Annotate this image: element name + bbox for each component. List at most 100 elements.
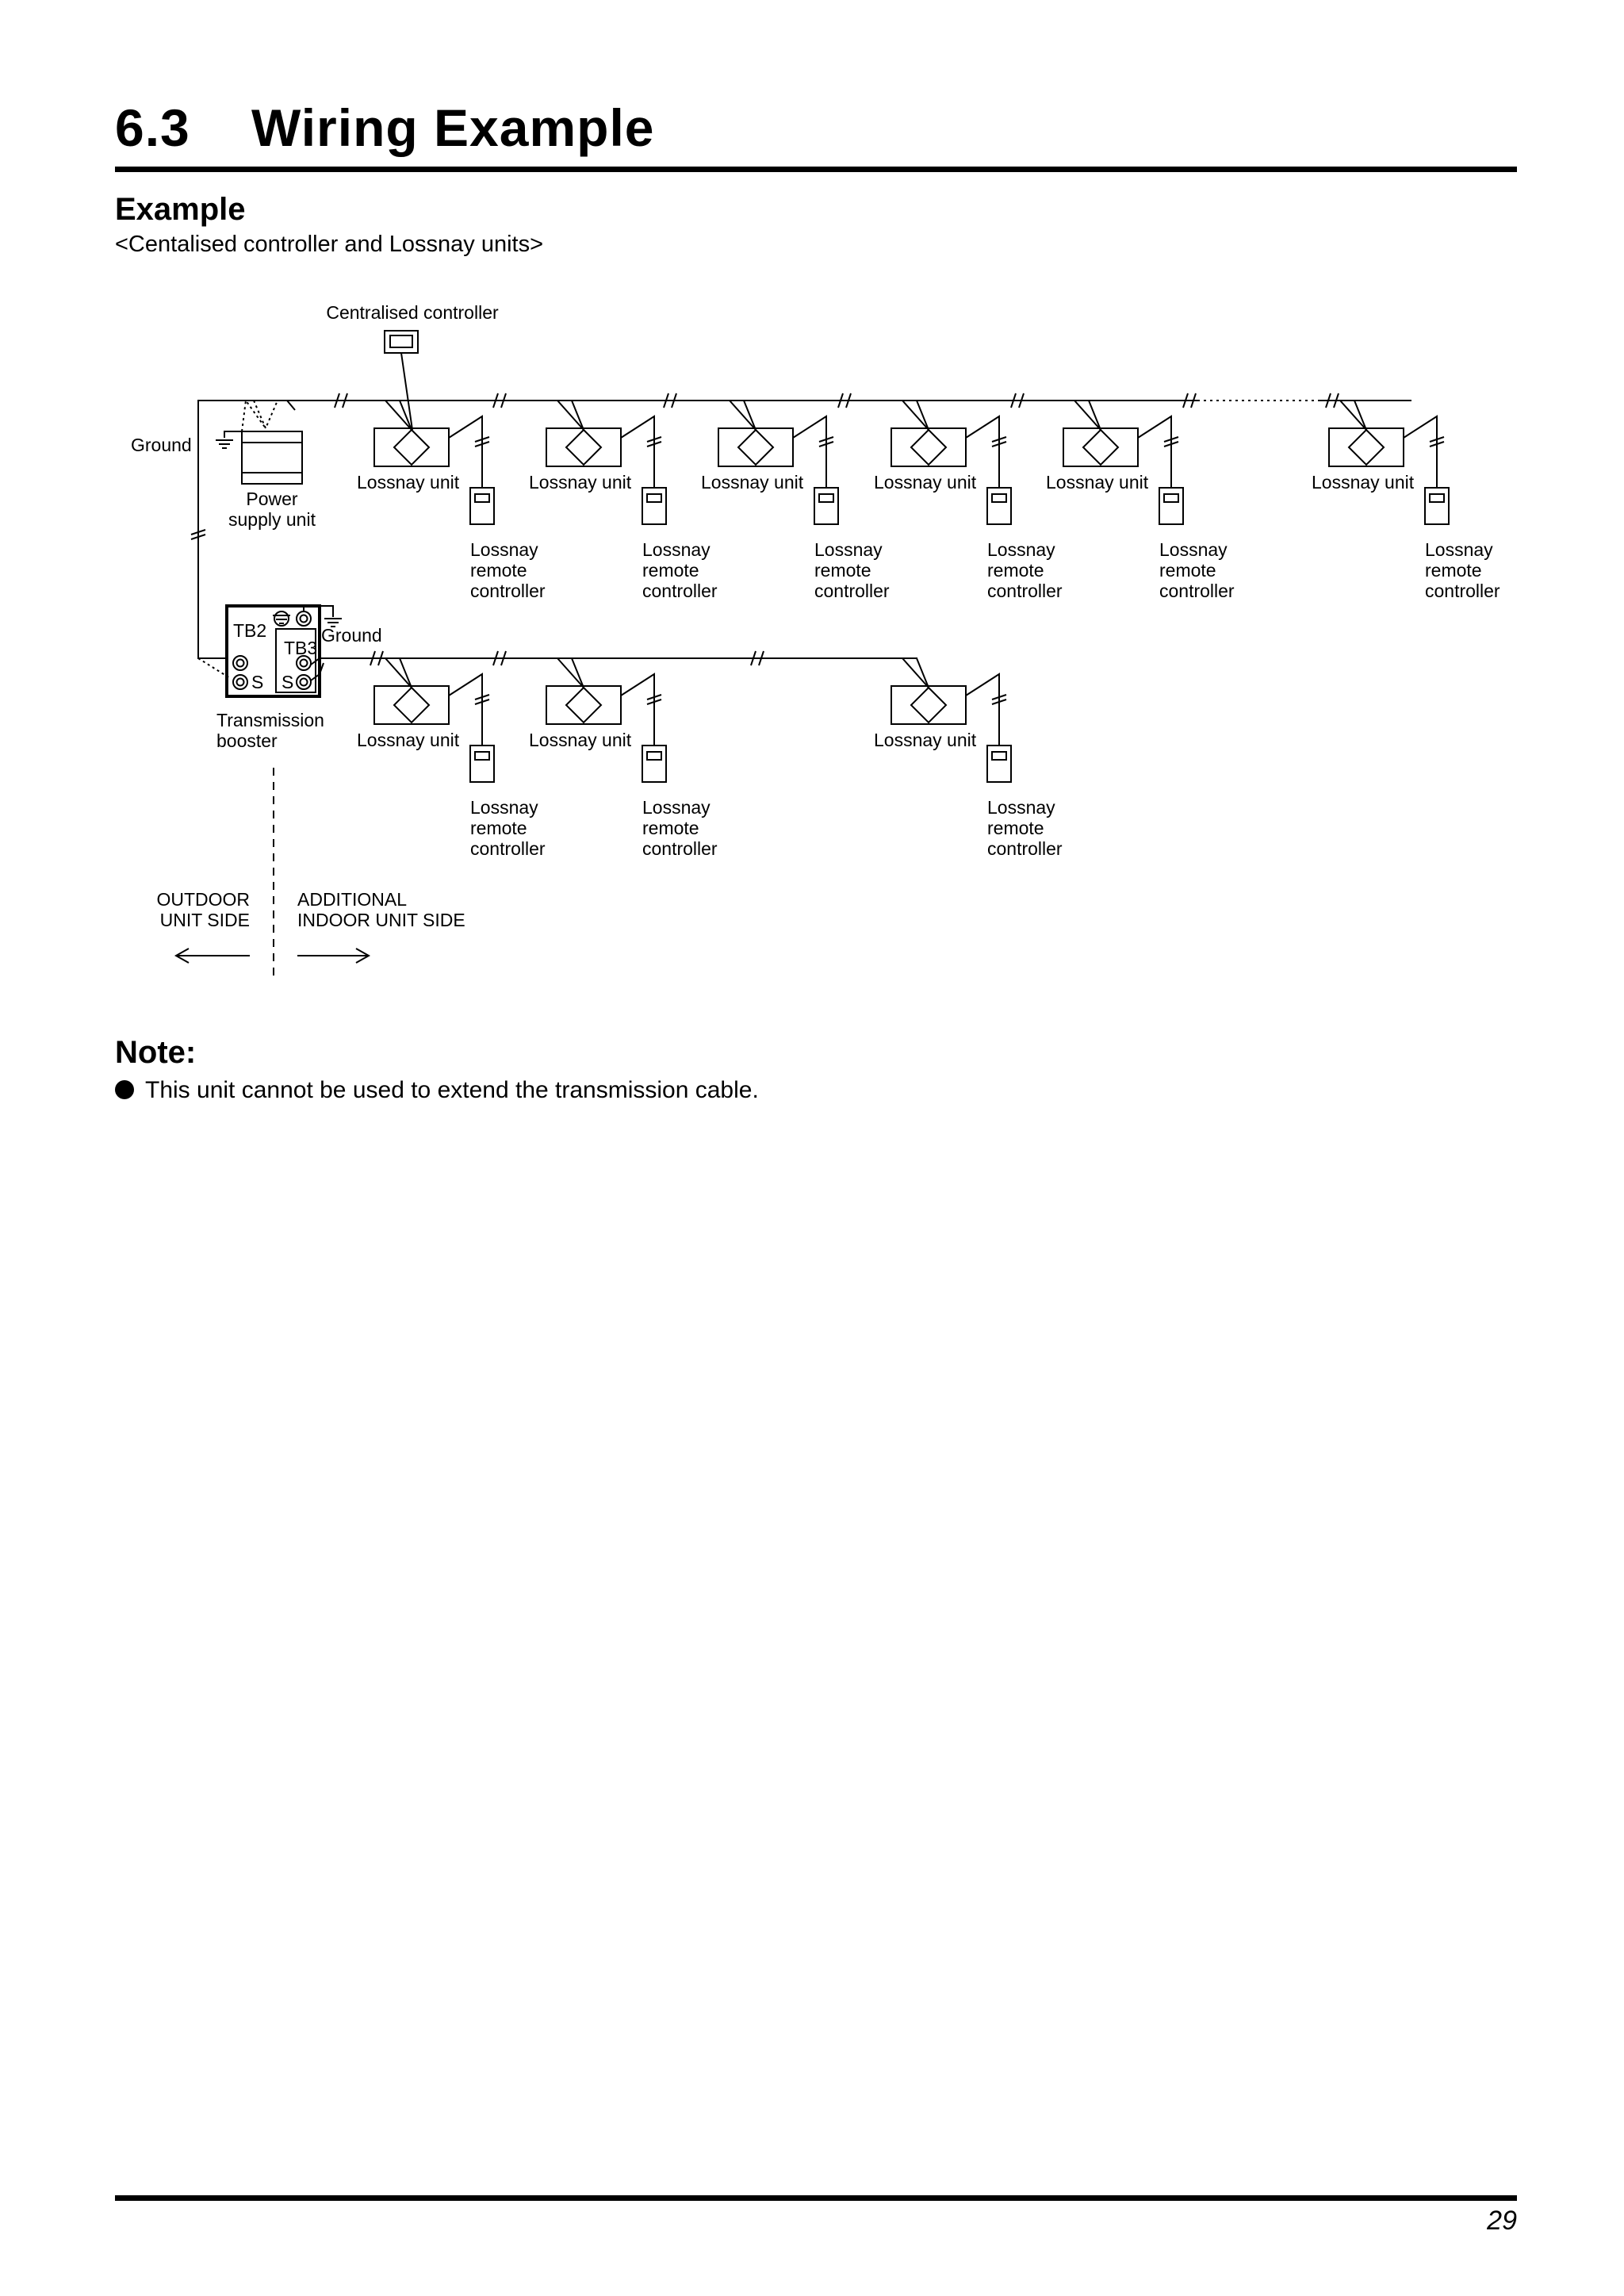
lossnay-unit-symbol (910, 686, 948, 724)
remote-controller-display (818, 493, 834, 503)
lossnay-unit-symbol (737, 428, 775, 466)
lossnay-wire (385, 657, 412, 688)
remote-label: controller (1425, 581, 1500, 601)
cable-break-mark (1429, 436, 1445, 447)
cable-break-mark (474, 436, 490, 447)
cable-break-mark (1010, 393, 1025, 408)
remote-label: Lossnay (642, 539, 710, 560)
remote-wire (620, 673, 655, 746)
remote-wire (448, 673, 483, 746)
ground-wire (224, 431, 242, 438)
lossnay-unit-box (1063, 427, 1139, 467)
lossnay-wire (1074, 400, 1101, 431)
remote-controller-display (474, 493, 490, 503)
lossnay-unit-symbol (910, 428, 948, 466)
lossnay-wire (1354, 400, 1367, 431)
terminal-icon (232, 655, 248, 671)
cable-break-mark (492, 650, 507, 666)
remote-label: controller (642, 581, 718, 601)
terminal-icon (296, 611, 312, 627)
lossnay-unit-box (546, 685, 622, 725)
terminal-s-label: S (251, 672, 263, 692)
remote-label: controller (470, 581, 546, 601)
lossnay-unit-label: Lossnay unit (701, 472, 804, 493)
remote-label: controller (987, 838, 1063, 859)
cable-break-mark (646, 694, 662, 705)
terminal-icon (299, 677, 308, 687)
note-item: This unit cannot be used to extend the t… (115, 1077, 759, 1104)
remote-label: Lossnay (1425, 539, 1493, 560)
lossnay-wire (729, 400, 756, 431)
wiring-diagram: Lossnay unitLossnayremotecontrollerLossn… (131, 302, 1500, 982)
remote-label: remote (642, 818, 699, 838)
remote-controller-display (991, 751, 1007, 761)
cable-break-mark (818, 436, 834, 447)
ground-label: Ground (131, 435, 192, 455)
remote-controller-icon (642, 487, 667, 525)
note-heading: Note: (115, 1035, 197, 1070)
ground-wire (303, 605, 334, 617)
outdoor-side-label: UNIT SIDE (160, 910, 250, 930)
ground-icon (216, 439, 233, 449)
lossnay-unit-box (373, 685, 450, 725)
remote-controller-display (1429, 493, 1445, 503)
remote-wire (1403, 415, 1438, 488)
section-number: 6.3 (115, 98, 190, 157)
lossnay-unit-symbol (565, 686, 603, 724)
lossnay-unit-symbol (1082, 428, 1120, 466)
cable-break-mark (991, 694, 1007, 705)
lossnay-unit-label: Lossnay unit (874, 472, 977, 493)
cable-break-mark (1182, 393, 1197, 408)
power-supply-unit-box (241, 431, 303, 485)
lossnay-unit-box (718, 427, 794, 467)
lossnay-unit-symbol (1347, 428, 1385, 466)
booster-ground-label: Ground (321, 625, 382, 646)
tb3-label: TB3 (284, 638, 317, 658)
cable-break-mark (1163, 436, 1179, 447)
lossnay-wire (557, 400, 584, 431)
lossnay-unit-label: Lossnay unit (1046, 472, 1149, 493)
remote-label: remote (470, 560, 527, 581)
lossnay-wire (399, 657, 412, 688)
remote-label: remote (814, 560, 871, 581)
example-heading: Example (115, 192, 246, 227)
lossnay-wire (571, 657, 584, 688)
bullet-icon (115, 1080, 134, 1099)
bus-wire (278, 400, 296, 411)
terminal-icon (236, 677, 245, 687)
cable-break-mark (1325, 393, 1339, 408)
transmission-booster-box (225, 604, 321, 698)
footer-rule (115, 2195, 1517, 2201)
example-subheading: <Centalised controller and Lossnay units… (115, 232, 544, 257)
section-title: Wiring Example (251, 98, 655, 157)
remote-controller-icon (469, 745, 495, 783)
remote-label: Lossnay (642, 797, 710, 818)
terminal-s-label: S (282, 672, 293, 692)
remote-label: Lossnay (470, 539, 538, 560)
cable-break-mark (991, 436, 1007, 447)
remote-label: remote (1159, 560, 1216, 581)
lossnay-unit-box (373, 427, 450, 467)
bus-wire (310, 657, 917, 665)
remote-wire (965, 415, 1000, 488)
indoor-side-label: INDOOR UNIT SIDE (297, 910, 465, 930)
remote-controller-icon (986, 487, 1012, 525)
remote-controller-icon (642, 745, 667, 783)
cable-break-mark (492, 393, 507, 408)
lossnay-wire (743, 400, 756, 431)
transmission-booster-label: Transmission (216, 710, 324, 730)
lossnay-wire (902, 657, 929, 688)
power-supply-wire (253, 400, 278, 431)
remote-label: remote (470, 818, 527, 838)
lossnay-unit-label: Lossnay unit (529, 472, 632, 493)
lossnay-unit-symbol (393, 428, 431, 466)
title-rule (115, 167, 1517, 172)
lossnay-unit-box (1328, 427, 1404, 467)
lossnay-wire (557, 657, 584, 688)
remote-label: Lossnay (814, 539, 883, 560)
lossnay-unit-box (546, 427, 622, 467)
cable-break-mark (370, 650, 384, 666)
lossnay-wire (902, 400, 929, 431)
remote-label: controller (814, 581, 890, 601)
remote-label: controller (642, 838, 718, 859)
